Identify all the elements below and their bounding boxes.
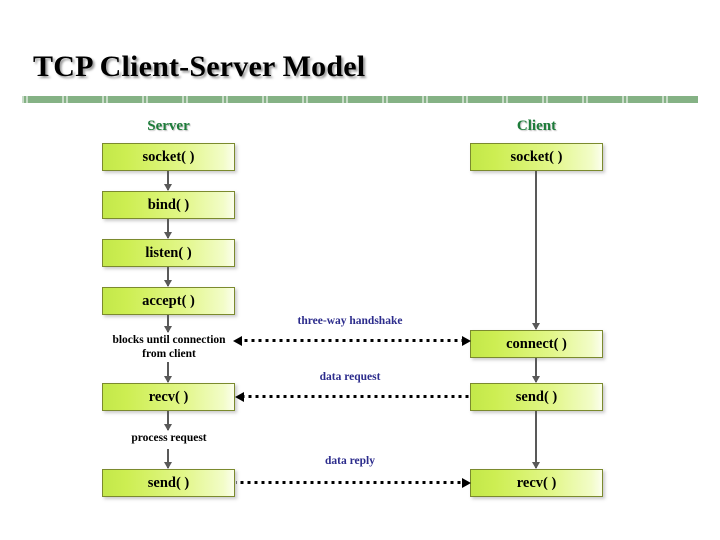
arrow-head-data-reply-right: [462, 477, 471, 488]
server-note-process-request: process request: [131, 432, 207, 444]
column-heading-client: Client: [516, 118, 557, 134]
server-note-blocks-until-connection: blocks until connection from client: [112, 334, 226, 360]
page-title: TCP Client-Server Model: [33, 50, 366, 83]
client-step-send[interactable]: send( ): [470, 383, 603, 411]
arrow-head-data-request-left: [235, 391, 244, 402]
arrow-head-handshake-right: [462, 335, 471, 346]
arrow-server-bind-to-listen: [167, 219, 169, 238]
column-heading-server: Server: [147, 118, 190, 134]
connector-line-three-way-handshake: [242, 339, 464, 342]
arrow-server-accept-to-blocks: [167, 315, 169, 332]
client-step-socket[interactable]: socket( ): [470, 143, 603, 171]
arrow-client-send-to-recv: [535, 411, 537, 468]
client-step-recv[interactable]: recv( ): [470, 469, 603, 497]
arrow-server-recv-to-process: [167, 411, 169, 430]
server-step-socket[interactable]: socket( ): [102, 143, 235, 171]
title-divider: [22, 96, 698, 103]
server-step-recv[interactable]: recv( ): [102, 383, 235, 411]
arrow-head-handshake-left: [233, 335, 242, 346]
arrow-client-connect-to-send: [535, 358, 537, 382]
connector-label-data-reply: data reply: [325, 455, 375, 467]
arrow-server-blocks-to-recv: [167, 362, 169, 382]
connector-label-three-way-handshake: three-way handshake: [297, 315, 403, 327]
server-step-accept[interactable]: accept( ): [102, 287, 235, 315]
arrow-server-process-to-send: [167, 449, 169, 468]
connector-line-data-request: [244, 395, 470, 398]
arrow-client-socket-to-connect: [535, 171, 537, 329]
connector-line-data-reply: [236, 481, 462, 484]
server-step-send[interactable]: send( ): [102, 469, 235, 497]
server-step-bind[interactable]: bind( ): [102, 191, 235, 219]
arrow-server-socket-to-bind: [167, 171, 169, 190]
client-step-connect[interactable]: connect( ): [470, 330, 603, 358]
server-step-listen[interactable]: listen( ): [102, 239, 235, 267]
connector-label-data-request: data request: [319, 371, 381, 383]
arrow-server-listen-to-accept: [167, 267, 169, 286]
